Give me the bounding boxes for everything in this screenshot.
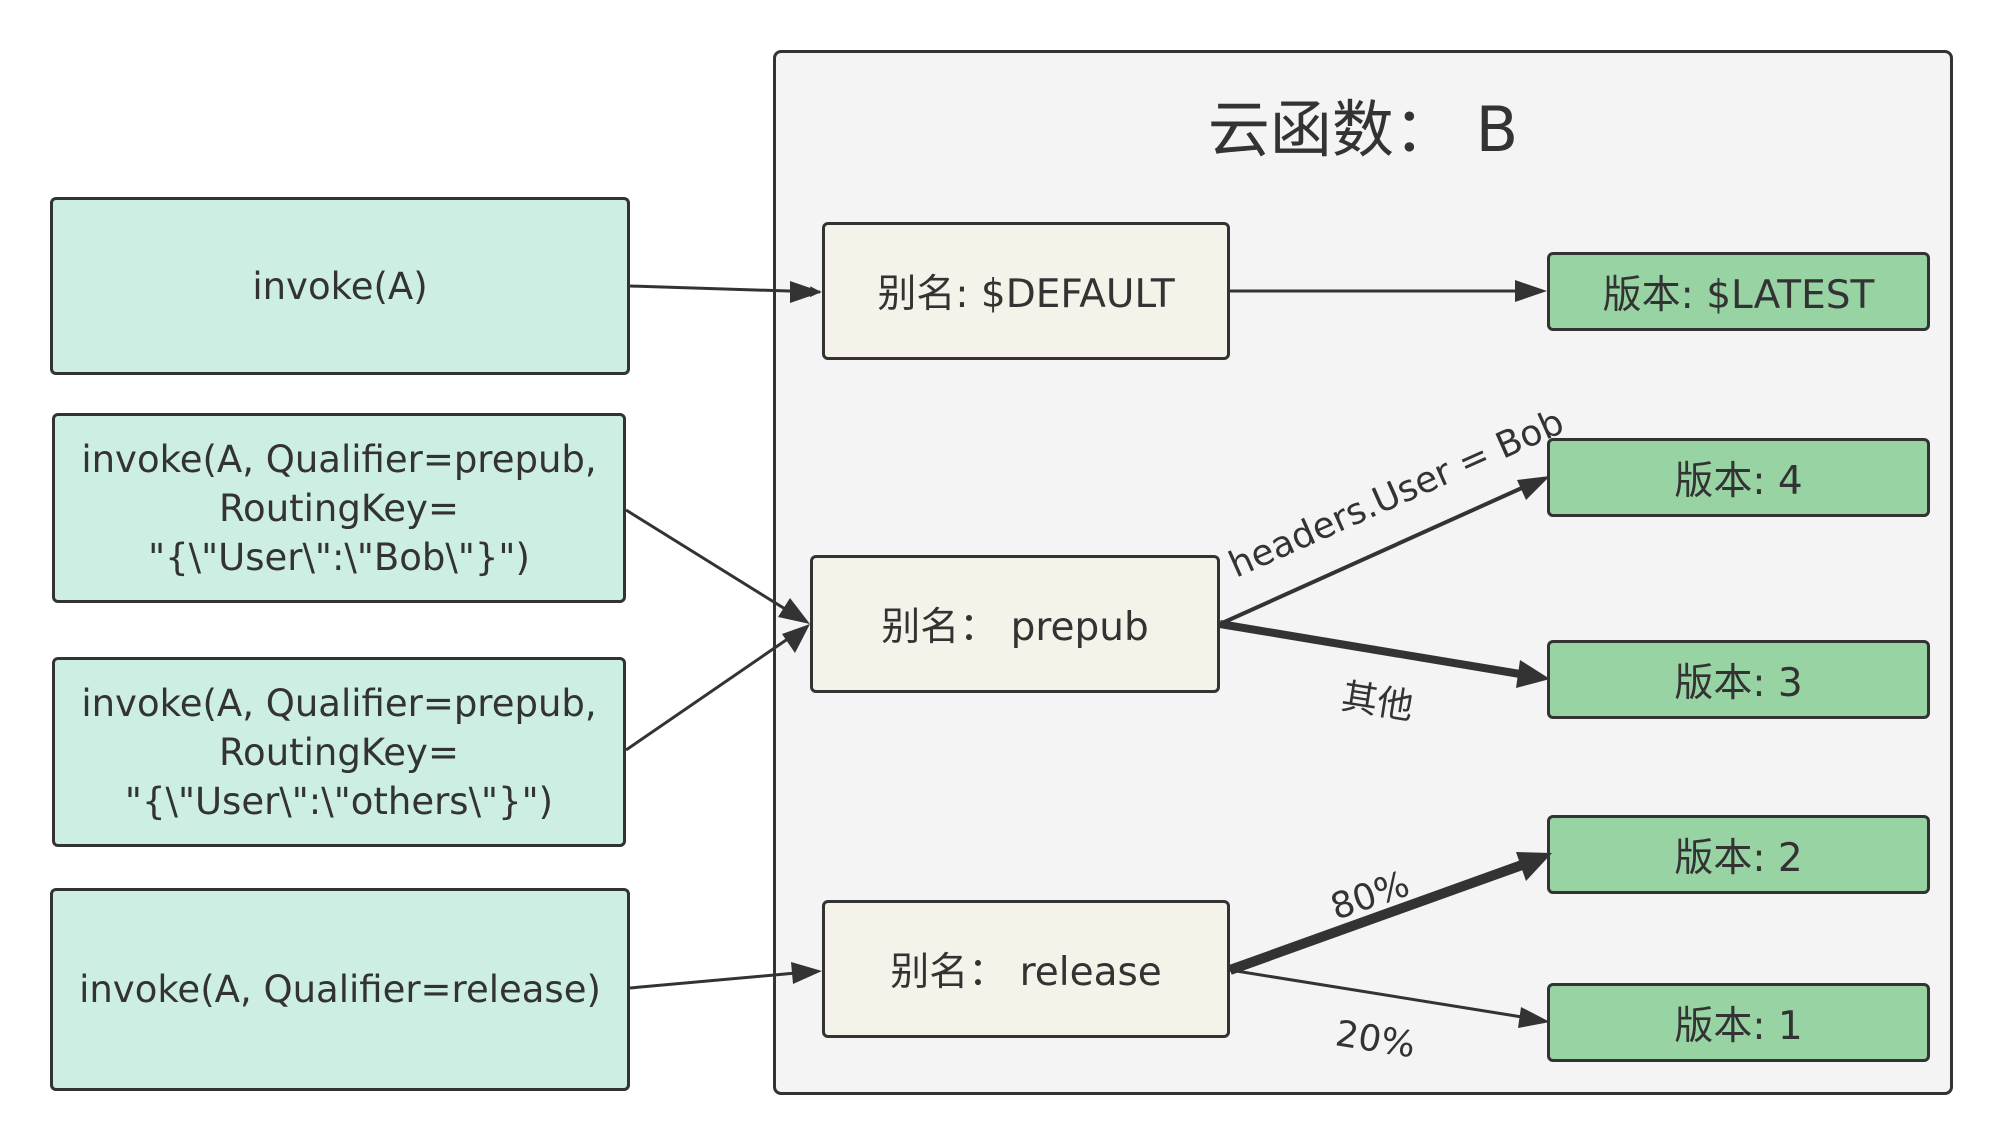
edge-invoke-others-to-prepub (625, 634, 793, 752)
edge-invoke-bob-to-prepub (625, 508, 791, 614)
edge-label-headers-user-bob: headers.User = Bob (1223, 402, 1570, 587)
edge-invoke-default-to-alias-default (629, 284, 822, 298)
arrowhead-v1 (1518, 1007, 1550, 1028)
invoke-prepub-bob-line-3: "{\"User\":\"Bob\"}") (148, 535, 530, 579)
arrowhead-prepub-from-others (782, 624, 810, 653)
invoke-box-prepub-bob: invoke(A, Qualifier=prepub, RoutingKey= … (52, 413, 626, 603)
invoke-box-prepub-others: invoke(A, Qualifier=prepub, RoutingKey= … (52, 657, 626, 847)
cloud-function-title: 云函数： B (1207, 93, 1519, 166)
version-box-1: 版本: 1 (1547, 983, 1930, 1062)
alias-box-release: 别名： release (822, 900, 1230, 1038)
edge-label-others: 其他 (1339, 676, 1417, 728)
arrowhead-alias-default (790, 281, 822, 303)
arrowhead-v2 (1516, 852, 1552, 881)
invoke-prepub-others-text: invoke(A, Qualifier=prepub, RoutingKey= … (81, 679, 596, 826)
alias-box-prepub: 别名： prepub (810, 555, 1220, 693)
invoke-box-default: invoke(A) (50, 197, 630, 375)
invoke-prepub-others-line-2: RoutingKey= (219, 730, 459, 774)
invoke-prepub-bob-line-1: invoke(A, Qualifier=prepub, (81, 437, 597, 481)
arrowhead-v3 (1516, 660, 1550, 688)
edge-prepub-to-v3 (1219, 620, 1521, 678)
invoke-prepub-bob-line-2: RoutingKey= (219, 486, 459, 530)
version-box-latest: 版本: $LATEST (1547, 252, 1930, 331)
invoke-release-text: invoke(A, Qualifier=release) (79, 965, 601, 1014)
invoke-prepub-bob-text: invoke(A, Qualifier=prepub, RoutingKey= … (81, 435, 596, 582)
invoke-prepub-others-line-1: invoke(A, Qualifier=prepub, (81, 681, 597, 725)
invoke-default-text: invoke(A) (252, 262, 427, 311)
edge-invoke-release-to-alias-release (629, 971, 797, 990)
arrowhead-v4 (1517, 476, 1550, 500)
invoke-prepub-others-line-3: "{\"User\":\"others\"}") (124, 779, 554, 823)
edge-label-20-percent: 20% (1333, 1013, 1418, 1066)
version-box-3: 版本: 3 (1547, 640, 1930, 719)
invoke-release-line-1: invoke(A, Qualifier=release) (79, 968, 601, 1011)
version-box-2: 版本: 2 (1547, 815, 1930, 894)
edge-release-to-v1 (1229, 968, 1523, 1019)
edge-release-to-v2 (1228, 860, 1524, 975)
arrowhead-prepub-from-bob (778, 598, 810, 624)
invoke-default-line-1: invoke(A) (252, 264, 428, 308)
alias-box-default: 别名: $DEFAULT (822, 222, 1230, 360)
invoke-box-release: invoke(A, Qualifier=release) (50, 888, 630, 1091)
version-box-4: 版本: 4 (1547, 438, 1930, 517)
arrowhead-alias-release (791, 962, 822, 984)
edge-prepub-to-v4 (1219, 485, 1525, 626)
arrowhead-latest (1515, 280, 1547, 302)
